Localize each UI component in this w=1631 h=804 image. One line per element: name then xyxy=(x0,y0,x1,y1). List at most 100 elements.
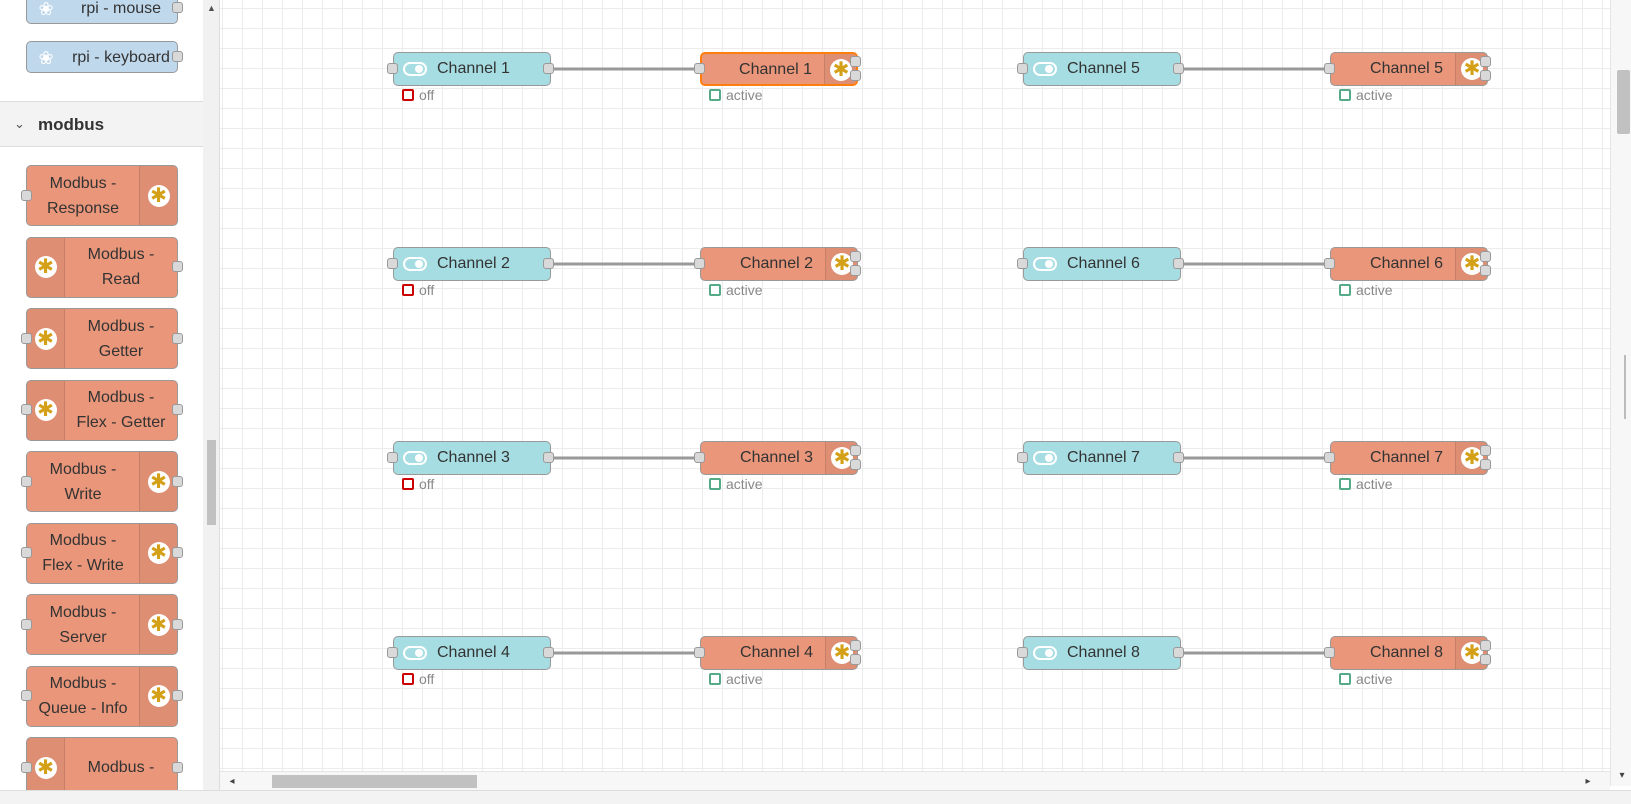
palette-node-rpi-keyboard[interactable]: ❀ rpi - keyboard xyxy=(26,41,183,73)
node-port[interactable] xyxy=(1480,445,1491,456)
palette-node-modbus[interactable]: Modbus - Getter xyxy=(21,308,183,369)
node-port[interactable] xyxy=(694,452,705,463)
palette-scroll-thumb[interactable] xyxy=(207,440,216,525)
palette-node-modbus[interactable]: Modbus - xyxy=(21,737,183,798)
modbus-write-node[interactable]: Channel 4 xyxy=(694,636,861,670)
node-port[interactable] xyxy=(1480,654,1491,665)
input-port[interactable] xyxy=(21,690,32,701)
node-port[interactable] xyxy=(1324,452,1335,463)
node-port[interactable] xyxy=(1017,258,1028,269)
node-port[interactable] xyxy=(387,258,398,269)
node-port[interactable] xyxy=(1173,258,1184,269)
workspace-horizontal-scrollbar[interactable]: ◂ ▸ xyxy=(220,771,1610,790)
node-port[interactable] xyxy=(1480,459,1491,470)
inject-node[interactable]: Channel 7 xyxy=(1017,441,1184,475)
node-port[interactable] xyxy=(1017,63,1028,74)
node-port[interactable] xyxy=(387,63,398,74)
input-port[interactable] xyxy=(21,547,32,558)
node-port[interactable] xyxy=(1324,63,1335,74)
inject-node[interactable]: Channel 4 xyxy=(387,636,554,670)
node-port[interactable] xyxy=(387,452,398,463)
node-port[interactable] xyxy=(1017,452,1028,463)
palette-node-modbus[interactable]: Modbus - Flex - Write xyxy=(21,522,183,584)
node-port[interactable] xyxy=(1173,452,1184,463)
node-port[interactable] xyxy=(850,445,861,456)
node-port[interactable] xyxy=(850,265,861,276)
inject-node[interactable]: Channel 1 xyxy=(387,52,554,86)
node-port[interactable] xyxy=(694,63,705,74)
output-port[interactable] xyxy=(172,51,183,62)
palette-node-modbus[interactable]: Modbus - Read xyxy=(26,236,183,298)
output-port[interactable] xyxy=(172,332,183,344)
input-port[interactable] xyxy=(21,475,32,487)
scroll-left-arrow-icon[interactable]: ◂ xyxy=(229,776,235,787)
status-text: active xyxy=(1356,87,1393,103)
node-port[interactable] xyxy=(1480,265,1491,276)
node-port[interactable] xyxy=(1480,70,1491,81)
node-port[interactable] xyxy=(694,258,705,269)
palette-category-modbus[interactable]: ⌄ modbus xyxy=(0,101,203,147)
horizontal-scroll-thumb[interactable] xyxy=(272,775,477,788)
node-port[interactable] xyxy=(543,258,554,269)
node-port[interactable] xyxy=(1173,647,1184,658)
palette-node-modbus[interactable]: Modbus - Queue - Info xyxy=(21,665,183,727)
inject-node[interactable]: Channel 2 xyxy=(387,247,554,281)
output-port[interactable] xyxy=(172,404,183,415)
output-port[interactable] xyxy=(172,475,183,487)
modbus-write-node[interactable]: Channel 6 xyxy=(1324,247,1491,281)
inject-node[interactable]: Channel 8 xyxy=(1017,636,1184,670)
output-port[interactable] xyxy=(172,761,183,773)
node-port[interactable] xyxy=(1480,251,1491,262)
input-port[interactable] xyxy=(21,189,32,201)
node-port[interactable] xyxy=(694,647,705,658)
node-port[interactable] xyxy=(543,647,554,658)
input-port[interactable] xyxy=(21,332,32,344)
node-port[interactable] xyxy=(1017,647,1028,658)
inject-node[interactable]: Channel 3 xyxy=(387,441,554,475)
palette-scrollbar[interactable]: ▲ ▼ xyxy=(203,0,219,804)
node-port[interactable] xyxy=(850,640,861,651)
modbus-write-node[interactable]: Channel 2 xyxy=(694,247,861,281)
node-port[interactable] xyxy=(850,251,861,262)
output-port[interactable] xyxy=(172,547,183,558)
node-port[interactable] xyxy=(1480,56,1491,67)
node-port[interactable] xyxy=(1480,640,1491,651)
scroll-right-arrow-icon[interactable]: ▸ xyxy=(1585,776,1591,787)
workspace-vertical-scrollbar[interactable]: ▾ xyxy=(1610,0,1631,786)
node-port[interactable] xyxy=(850,459,861,470)
scroll-up-arrow-icon[interactable]: ▲ xyxy=(207,3,216,13)
scroll-down-arrow-icon[interactable]: ▾ xyxy=(1619,770,1625,781)
node-port[interactable] xyxy=(850,70,861,81)
output-port[interactable] xyxy=(172,2,183,13)
node-port[interactable] xyxy=(1324,258,1335,269)
palette-node-modbus[interactable]: Modbus - Flex - Getter xyxy=(21,379,183,441)
output-port[interactable] xyxy=(172,261,183,272)
node-port[interactable] xyxy=(1173,63,1184,74)
modbus-write-node[interactable]: Channel 3 xyxy=(694,441,861,475)
output-port[interactable] xyxy=(172,690,183,701)
node-port[interactable] xyxy=(850,654,861,665)
input-port[interactable] xyxy=(21,404,32,415)
node-port[interactable] xyxy=(387,647,398,658)
node-port[interactable] xyxy=(543,63,554,74)
vertical-scroll-thumb[interactable] xyxy=(1617,70,1630,134)
palette-node-rpi-mouse[interactable]: ❀ rpi - mouse xyxy=(26,0,183,24)
palette-node-modbus[interactable]: Modbus - Write xyxy=(21,451,183,512)
modbus-write-node[interactable]: Channel 8 xyxy=(1324,636,1491,670)
sidebar-resize-handle[interactable] xyxy=(1624,355,1627,419)
inject-node[interactable]: Channel 5 xyxy=(1017,52,1184,86)
node-port[interactable] xyxy=(850,56,861,67)
modbus-write-node[interactable]: Channel 7 xyxy=(1324,441,1491,475)
node-port[interactable] xyxy=(543,452,554,463)
input-port[interactable] xyxy=(21,761,32,773)
modbus-write-node[interactable]: Channel 5 xyxy=(1324,52,1491,86)
output-port[interactable] xyxy=(172,618,183,630)
node-port[interactable] xyxy=(1324,647,1335,658)
palette-node-modbus[interactable]: Modbus - Response xyxy=(21,165,178,226)
palette-node-modbus[interactable]: Modbus - Server xyxy=(21,594,183,655)
node-icon-area xyxy=(139,166,177,225)
inject-node[interactable]: Channel 6 xyxy=(1017,247,1184,281)
input-port[interactable] xyxy=(21,618,32,630)
modbus-write-node[interactable]: Channel 1 xyxy=(694,52,861,86)
